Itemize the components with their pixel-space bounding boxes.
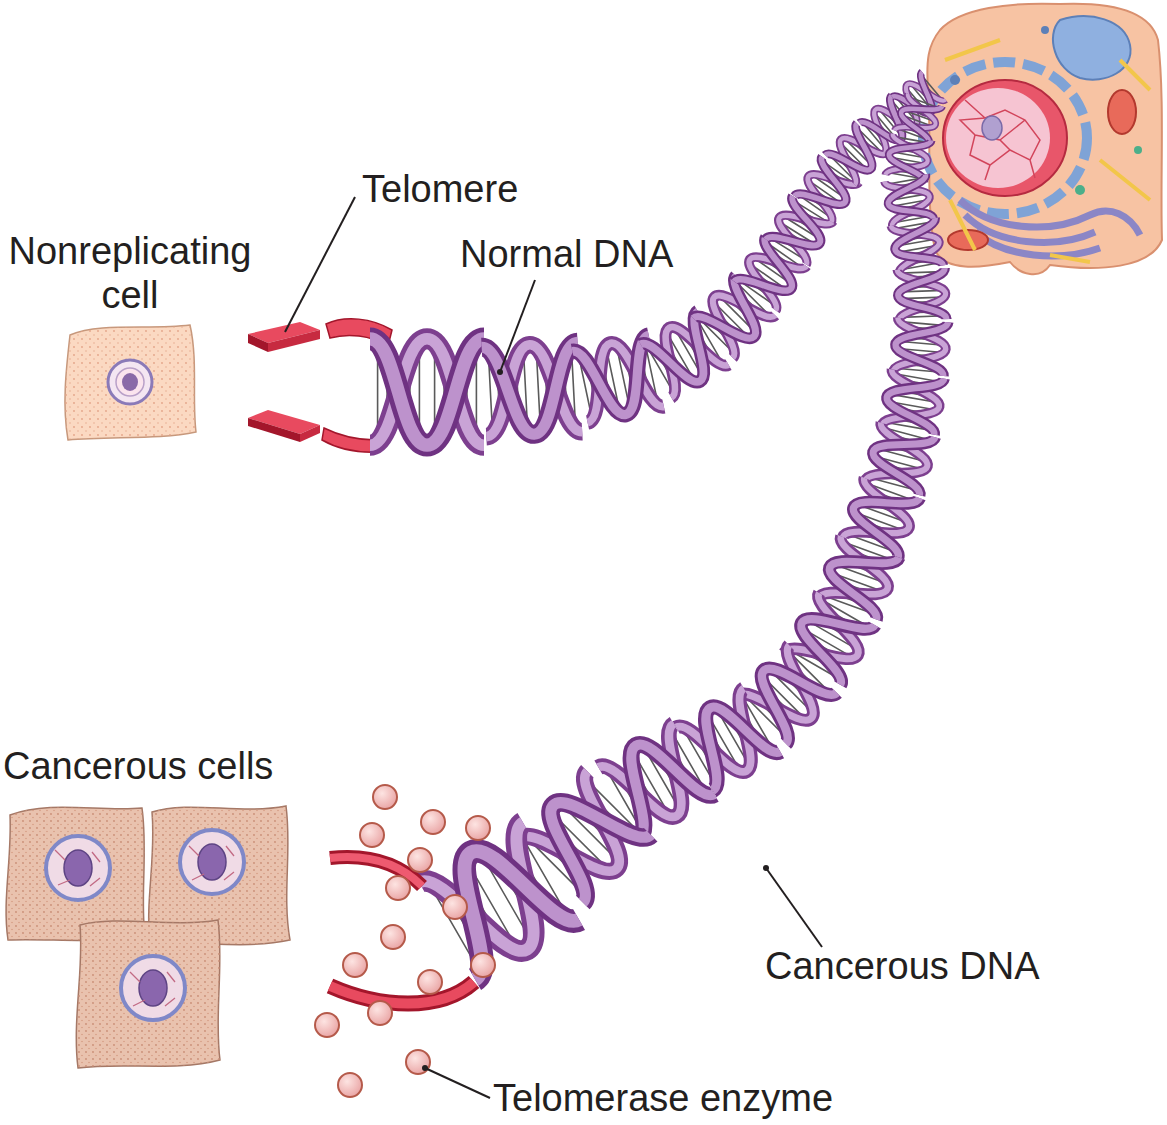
leader-line xyxy=(500,280,535,372)
dna-twist xyxy=(370,339,484,445)
dna-twist xyxy=(897,268,946,321)
cancerous-cells xyxy=(6,806,290,1068)
dna-twist xyxy=(519,771,650,902)
part-label: Telomere xyxy=(362,167,518,211)
dna-twist xyxy=(882,369,944,434)
rough-er xyxy=(923,62,1087,214)
part-label: Normal DNA xyxy=(460,232,673,276)
enzyme-particle xyxy=(343,953,367,977)
enzyme-particle xyxy=(368,1001,392,1025)
telomere-fragment-edge xyxy=(300,425,320,442)
vesicle xyxy=(1041,26,1049,34)
dna-twist xyxy=(895,94,943,143)
telomere-arc xyxy=(322,428,378,452)
dna-twist xyxy=(482,342,583,437)
nucleolus xyxy=(122,373,138,391)
enzyme-particle xyxy=(386,876,410,900)
enzyme-particle xyxy=(338,1073,362,1097)
cytoskeleton xyxy=(945,40,1150,262)
part-label: Cancerous DNA xyxy=(765,944,1040,988)
cell-label: Cancerous cells xyxy=(3,744,273,788)
cell-nucleus xyxy=(108,360,152,404)
cancerous-telomere xyxy=(330,857,474,1003)
normal-dna-helix xyxy=(370,72,946,445)
part-label: Telomerase enzyme xyxy=(493,1076,833,1120)
endoplasmic-reticulum xyxy=(1053,16,1131,80)
nuclear-envelope xyxy=(943,80,1067,196)
cell-body xyxy=(76,920,220,1068)
nonreplicating-cell xyxy=(65,325,196,440)
leader-line xyxy=(425,1068,490,1098)
dna-twist xyxy=(893,318,948,376)
enzyme-particle xyxy=(408,848,432,872)
dna-twist xyxy=(419,823,579,980)
enzyme-particle xyxy=(315,1013,339,1037)
enzyme-particle xyxy=(421,810,445,834)
telomere-fragment-side xyxy=(248,334,268,352)
enzyme-particle xyxy=(443,895,467,919)
leader-lines xyxy=(285,197,822,1098)
telomerase-enzymes xyxy=(315,785,495,1097)
enzyme-particle xyxy=(418,970,442,994)
telomere-fragment-edge xyxy=(268,330,320,352)
dna-twist xyxy=(865,423,935,495)
leader-line xyxy=(285,197,355,332)
telomere-arc xyxy=(330,982,474,1004)
enzyme-particle xyxy=(373,785,397,809)
enzyme-particle xyxy=(381,925,405,949)
cytoplasm-texture xyxy=(76,920,220,1068)
cancerous-dna-helix xyxy=(419,94,948,980)
detailed-cell xyxy=(923,4,1162,275)
cell-nucleus xyxy=(180,830,244,894)
chromatin-network xyxy=(189,846,234,880)
cell-nucleus xyxy=(46,836,110,900)
vesicle xyxy=(1075,185,1085,195)
dna-twist xyxy=(885,134,931,182)
leader-dot xyxy=(497,369,503,375)
leader-line xyxy=(766,868,822,947)
telomere-arc-edge xyxy=(330,982,474,1004)
chromatin-network xyxy=(55,850,100,886)
nucleus-inner xyxy=(116,368,144,396)
mitochondrion xyxy=(1108,90,1136,134)
nucleus xyxy=(946,88,1050,188)
dna-twist xyxy=(891,218,943,273)
cell-label: Nonreplicating cell xyxy=(0,229,260,317)
vesicle xyxy=(950,75,960,85)
enzyme-particle xyxy=(466,816,490,840)
enzyme-particle xyxy=(360,823,384,847)
cytoplasm-texture xyxy=(65,325,196,440)
dna-twist xyxy=(884,174,933,226)
cell-nucleus xyxy=(121,956,185,1020)
enzyme-particle xyxy=(406,1050,430,1074)
enzyme-particle xyxy=(471,953,495,977)
telomere-fragment-side xyxy=(248,418,300,442)
vesicle xyxy=(1134,146,1142,154)
nucleolus xyxy=(982,116,1002,140)
chromatin-network xyxy=(130,972,175,1006)
leader-dot xyxy=(422,1065,428,1071)
cell-body xyxy=(65,325,196,440)
golgi-apparatus xyxy=(960,200,1140,256)
chromatin-network xyxy=(960,100,1040,180)
cell-membrane xyxy=(927,4,1162,275)
leader-dot xyxy=(763,865,769,871)
